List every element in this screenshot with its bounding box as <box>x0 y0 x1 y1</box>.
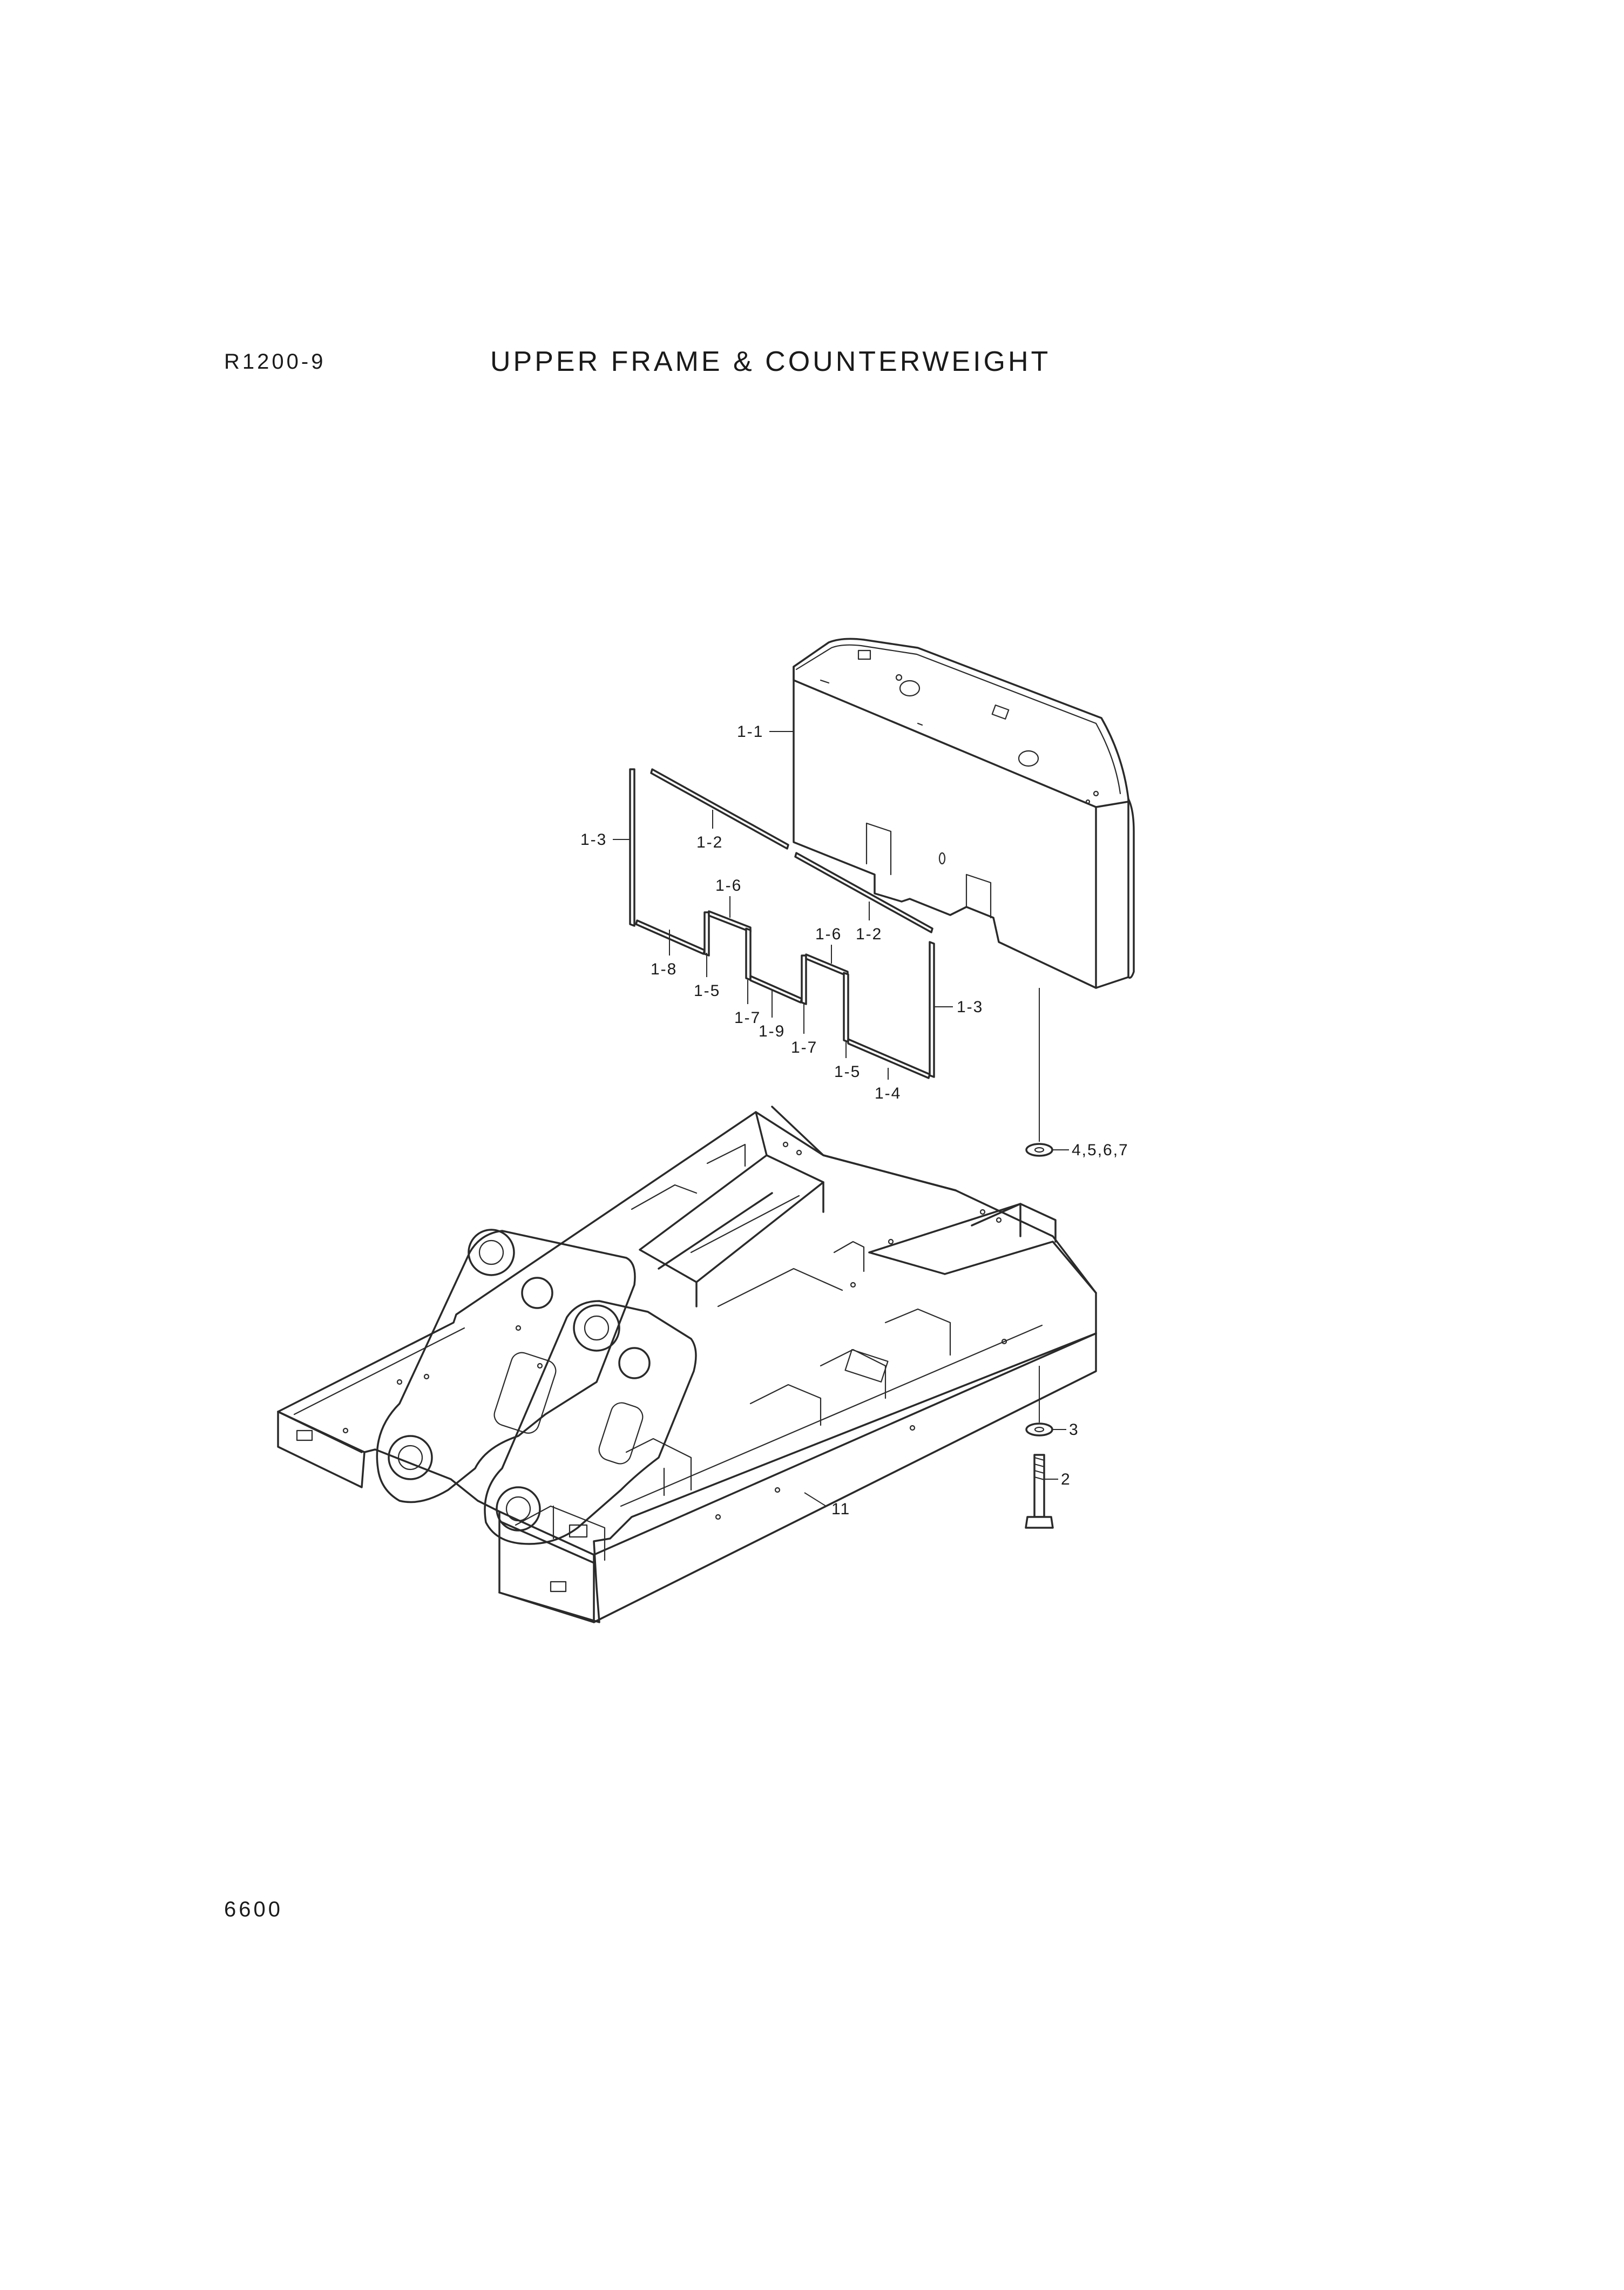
bolt-part-2 <box>1025 1454 1054 1529</box>
callout-1-2-right: 1-2 <box>856 925 882 943</box>
shim-plates-group <box>629 768 935 1079</box>
callout-1-5-right: 1-5 <box>834 1063 861 1081</box>
model-number: R1200-9 <box>224 350 326 374</box>
callout-1-6-right: 1-6 <box>815 925 842 943</box>
callout-2: 2 <box>1061 1471 1071 1488</box>
washer-set-4-5-6-7 <box>1025 988 1053 1157</box>
callout-leaders <box>613 731 1069 1507</box>
upper-frame-part <box>277 1106 1097 1623</box>
washer-part-3 <box>1025 1366 1053 1437</box>
callout-1-5-left: 1-5 <box>694 982 720 1000</box>
page-number: 6600 <box>224 1898 283 1921</box>
callout-labels: 1-1 1-3 1-2 1-6 1-6 1-2 1-8 1-5 1-7 1-9 … <box>580 723 1129 1518</box>
callout-1-7-right: 1-7 <box>791 1039 817 1056</box>
callout-3: 3 <box>1069 1421 1079 1439</box>
callout-1-9: 1-9 <box>759 1022 785 1040</box>
callout-1-7-left: 1-7 <box>734 1009 761 1027</box>
counterweight-part <box>793 638 1135 989</box>
callout-1-3-right: 1-3 <box>957 998 983 1016</box>
callout-1-3-left: 1-3 <box>580 831 607 849</box>
callout-4-5-6-7: 4,5,6,7 <box>1072 1141 1129 1159</box>
callout-1-2-left: 1-2 <box>696 834 723 851</box>
callout-1-8: 1-8 <box>651 960 677 978</box>
page-title: UPPER FRAME & COUNTERWEIGHT <box>490 346 1051 377</box>
callout-1-6-left: 1-6 <box>715 877 742 895</box>
callout-11: 11 <box>831 1500 850 1518</box>
callout-1-1: 1-1 <box>737 723 763 741</box>
callout-1-4: 1-4 <box>875 1085 901 1102</box>
